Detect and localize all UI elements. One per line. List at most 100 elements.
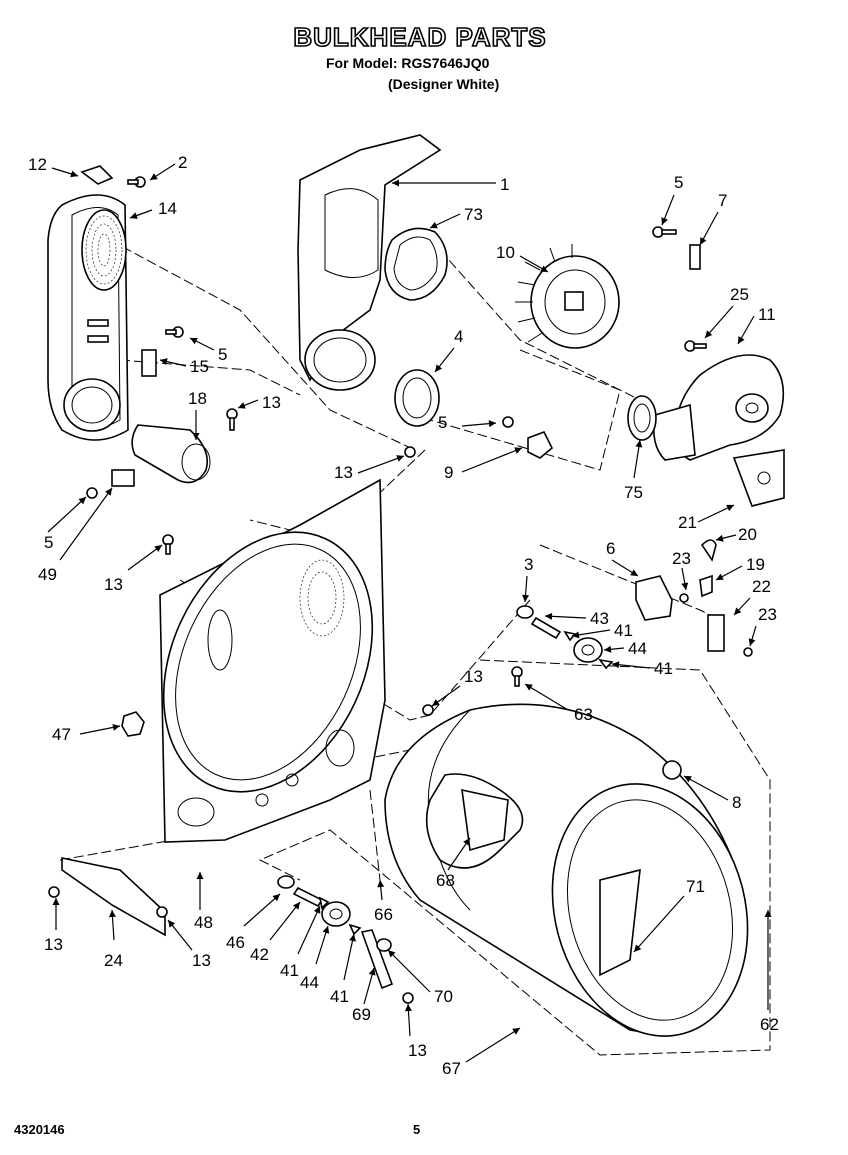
- upper-duct-1: [297, 134, 442, 391]
- leader-line-41: [343, 933, 355, 981]
- arrowhead-icon: [463, 838, 470, 846]
- arrowhead-icon: [716, 534, 724, 542]
- hardware-7-5-25: [652, 226, 707, 352]
- arrowhead-icon: [488, 420, 496, 428]
- arrowhead-icon: [70, 170, 78, 178]
- callout-label-13: 13: [44, 935, 63, 954]
- thermostat-group: [635, 539, 753, 657]
- duct-18: [131, 424, 211, 484]
- arrowhead-icon: [108, 910, 116, 918]
- callout-label-70: 70: [434, 987, 453, 1006]
- callout-label-66: 66: [374, 905, 393, 924]
- arrowhead-icon: [368, 968, 376, 976]
- rear-roller-group: [277, 875, 362, 936]
- callout-label-49: 49: [38, 565, 57, 584]
- arrowhead-icon: [661, 217, 668, 225]
- callout-label-44: 44: [300, 973, 319, 992]
- leader-line-70: [387, 949, 431, 993]
- arrowhead-icon: [78, 497, 86, 505]
- arrowhead-icon: [540, 265, 548, 272]
- roller-shaft-69: [360, 929, 414, 1004]
- callout-label-41: 41: [330, 987, 349, 1006]
- arrowhead-icon: [681, 582, 689, 590]
- arrowhead-icon: [514, 447, 522, 454]
- callout-label-21: 21: [678, 513, 697, 532]
- callout-label-13: 13: [334, 463, 353, 482]
- callout-label-13: 13: [262, 393, 281, 412]
- arrowhead-icon: [388, 950, 396, 958]
- callout-label-68: 68: [436, 871, 455, 890]
- arrowhead-icon: [292, 902, 300, 910]
- arrowhead-icon: [512, 1028, 520, 1035]
- leader-line-9: [461, 447, 523, 473]
- callout-label-4: 4: [454, 327, 463, 346]
- arrowhead-icon: [154, 545, 162, 552]
- callout-label-63: 63: [574, 705, 593, 724]
- arrowhead-icon: [634, 944, 642, 952]
- arrowhead-icon: [432, 699, 440, 706]
- callout-label-20: 20: [738, 525, 757, 544]
- callout-label-3: 3: [524, 555, 533, 574]
- arrowhead-icon: [168, 920, 176, 928]
- arrowhead-icon: [190, 338, 198, 345]
- arrowhead-icon: [112, 723, 120, 731]
- label-21: [732, 449, 785, 507]
- arrowhead-icon: [764, 910, 772, 917]
- model-variant: (Designer White): [388, 76, 500, 92]
- seal-73: [384, 227, 448, 301]
- leader-line-49: [59, 487, 113, 561]
- callout-label-5: 5: [44, 533, 53, 552]
- callout-label-13: 13: [408, 1041, 427, 1060]
- callout-label-41: 41: [614, 621, 633, 640]
- callout-label-15: 15: [190, 357, 209, 376]
- arrowhead-icon: [700, 237, 707, 245]
- screw-13-upper: [226, 408, 416, 458]
- arrowhead-icon: [525, 684, 533, 691]
- bulkhead-48: [159, 478, 386, 843]
- arrowhead-icon: [705, 330, 713, 338]
- leader-line-63: [524, 683, 569, 711]
- callout-label-5: 5: [218, 345, 227, 364]
- blower-housing-11: [652, 354, 785, 461]
- callout-label-14: 14: [158, 199, 177, 218]
- callout-label-13: 13: [464, 667, 483, 686]
- callout-label-22: 22: [752, 577, 771, 596]
- bracket-24: [48, 857, 168, 937]
- leader-line-25: [704, 305, 734, 339]
- arrowhead-icon: [726, 504, 734, 512]
- arrowhead-icon: [322, 926, 330, 934]
- callout-label-67: 67: [442, 1059, 461, 1078]
- leader-line-41: [297, 905, 321, 955]
- screw-13-bulkhead: [162, 534, 434, 716]
- leader-line-13: [127, 544, 163, 571]
- hardware-12-2: [80, 165, 146, 188]
- leader-line-42: [269, 901, 301, 941]
- leader-line-46: [243, 893, 281, 927]
- screw-63: [511, 666, 523, 687]
- arrowhead-icon: [522, 594, 530, 602]
- bracket-49: [86, 469, 135, 499]
- ring-4: [394, 369, 440, 427]
- arrowhead-icon: [349, 934, 356, 942]
- arrowhead-icon: [738, 336, 745, 344]
- callout-label-6: 6: [606, 539, 615, 558]
- leader-line-67: [465, 1027, 521, 1063]
- seal-75: [627, 395, 657, 441]
- callout-label-69: 69: [352, 1005, 371, 1024]
- callout-label-42: 42: [250, 945, 269, 964]
- callout-label-2: 2: [178, 153, 187, 172]
- callout-label-73: 73: [464, 205, 483, 224]
- leader-line-5: [47, 496, 87, 533]
- arrowhead-icon: [630, 569, 638, 576]
- drum-67: [384, 703, 749, 1037]
- arrowhead-icon: [392, 179, 399, 187]
- leader-line-13: [357, 455, 405, 474]
- callout-label-10: 10: [496, 243, 515, 262]
- callout-label-41: 41: [280, 961, 299, 980]
- callout-label-41: 41: [654, 659, 673, 678]
- blower-wheel-10: [515, 244, 620, 349]
- arrowhead-icon: [396, 455, 404, 462]
- rear-lint-mesh: [299, 559, 345, 637]
